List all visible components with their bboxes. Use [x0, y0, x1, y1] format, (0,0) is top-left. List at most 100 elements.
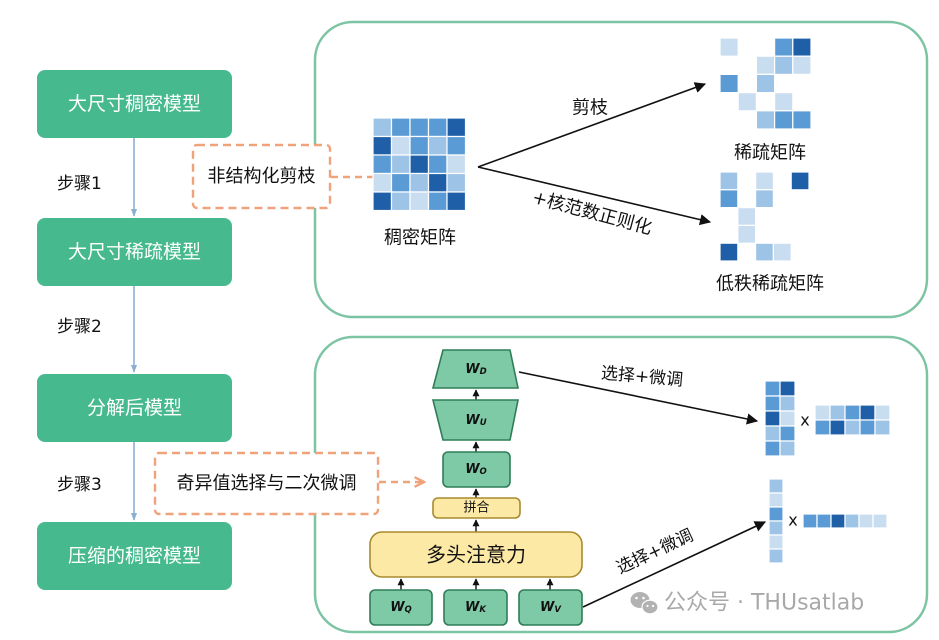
ffn-left-factor-matrix — [764, 380, 796, 457]
matrix-cell — [872, 513, 888, 529]
matrix-cell — [790, 171, 810, 191]
matrix-cell — [764, 380, 781, 397]
pipeline-flow: 大尺寸稠密模型 大尺寸稀疏模型 分解后模型 压缩的稠密模型 步骤1 步骤2 步骤… — [37, 70, 232, 590]
w-u-block: WU — [431, 399, 519, 441]
matrix-cell — [764, 425, 781, 442]
matrix-cell — [830, 513, 846, 529]
w-o-box — [442, 451, 511, 488]
matrix-cell — [755, 73, 776, 94]
matrix-cell — [874, 419, 891, 436]
step-2-label: 步骤2 — [57, 317, 102, 337]
matrix-cell — [768, 506, 784, 522]
w-d-trapezoid — [431, 349, 519, 389]
w-d-main: W — [465, 362, 480, 377]
matrix-cell — [446, 117, 467, 138]
stage-label: 大尺寸稀疏模型 — [68, 241, 201, 263]
w-u-sub: U — [480, 418, 487, 428]
matrix-cell — [409, 154, 430, 175]
matrix-cell — [792, 37, 812, 57]
w-k-block: WK — [443, 589, 508, 626]
stage-box — [37, 70, 232, 138]
w-d-label: WD — [465, 362, 486, 378]
matrix-cell — [390, 172, 411, 193]
matrix-cell — [859, 419, 876, 436]
w-q-label: WQ — [390, 600, 412, 616]
w-q-sub: Q — [405, 605, 412, 615]
matrix-cell — [446, 191, 467, 212]
matrix-cell — [427, 135, 448, 156]
w-k-sub: K — [479, 605, 487, 615]
matrix-cell — [755, 55, 776, 76]
matrix-cell — [874, 404, 891, 421]
matrix-cell — [427, 172, 448, 193]
w-v-box — [518, 589, 583, 626]
matrix-cell — [372, 117, 393, 138]
matrix-cell — [409, 172, 430, 193]
matrix-cell — [719, 73, 739, 94]
matrix-cell — [409, 191, 430, 212]
sparse-matrix — [719, 37, 812, 130]
matrix-cell — [737, 91, 758, 112]
w-v-sub: V — [554, 605, 562, 615]
matrix-cell — [390, 191, 411, 212]
mha-box — [369, 531, 583, 578]
matrix-cell — [754, 242, 774, 262]
w-q-main: W — [390, 600, 405, 615]
watermark: 公众号 · THUsatlab — [630, 591, 864, 616]
matrix-cell — [754, 189, 774, 209]
matrix-cell — [844, 404, 861, 421]
matrix-cell — [737, 224, 757, 244]
matrix-cell — [372, 191, 393, 212]
matrix-cell — [779, 425, 796, 442]
matrix-cell — [390, 154, 411, 175]
stage-box — [37, 522, 232, 590]
matrix-cell — [764, 410, 781, 427]
matrix-cell — [372, 135, 393, 156]
matrix-cell — [719, 189, 739, 209]
w-k-box — [443, 589, 508, 626]
dense-matrix-label: 稠密矩阵 — [384, 228, 456, 249]
stage-large-dense-model: 大尺寸稠密模型 — [37, 70, 232, 138]
method-label: 非结构化剪枝 — [208, 166, 316, 187]
matrix-cell — [372, 154, 393, 175]
matrix-cell — [816, 513, 832, 529]
concat-box — [432, 497, 521, 519]
w-u-main: W — [465, 413, 480, 428]
matrix-cell — [779, 440, 796, 457]
nuclear-norm-arrow — [477, 166, 712, 226]
lowrank-sparse-matrix-label: 低秩稀疏矩阵 — [716, 274, 824, 295]
matrix-cell — [427, 154, 448, 175]
attn-multiply-symbol: x — [788, 511, 797, 530]
matrix-cell — [719, 242, 739, 262]
dashed-box — [191, 143, 332, 210]
stage-large-sparse-model: 大尺寸稀疏模型 — [37, 218, 232, 286]
matrix-cell — [754, 171, 774, 191]
ffn-multiply-symbol: x — [800, 411, 809, 430]
w-d-block: WD — [431, 349, 519, 389]
matrix-cell — [773, 37, 794, 57]
concat-block: 拼合 — [432, 497, 521, 519]
w-d-sub: D — [480, 367, 487, 377]
matrix-cell — [390, 117, 411, 138]
matrix-cell — [829, 419, 846, 436]
stage-label: 大尺寸稠密模型 — [68, 93, 201, 115]
w-v-main: W — [540, 600, 555, 615]
matrix-cell — [779, 380, 796, 397]
w-q-box — [369, 589, 433, 626]
ffn-right-factor-matrix — [814, 404, 891, 436]
lowrank-sparse-matrix — [719, 171, 810, 262]
stage-compressed-dense-model: 压缩的稠密模型 — [37, 522, 232, 590]
attn-right-factor-matrix — [802, 513, 888, 529]
matrix-cell — [844, 419, 861, 436]
matrix-cell — [768, 534, 784, 550]
matrix-cell — [427, 191, 448, 212]
w-o-sub: O — [480, 467, 487, 477]
matrix-cell — [858, 513, 874, 529]
matrix-cell — [719, 171, 739, 191]
w-o-block: WO — [442, 451, 511, 488]
sparse-matrix-label: 稀疏矩阵 — [734, 143, 806, 164]
matrix-cell — [792, 110, 812, 130]
w-u-trapezoid — [431, 399, 519, 441]
step-3-label: 步骤3 — [57, 475, 102, 495]
